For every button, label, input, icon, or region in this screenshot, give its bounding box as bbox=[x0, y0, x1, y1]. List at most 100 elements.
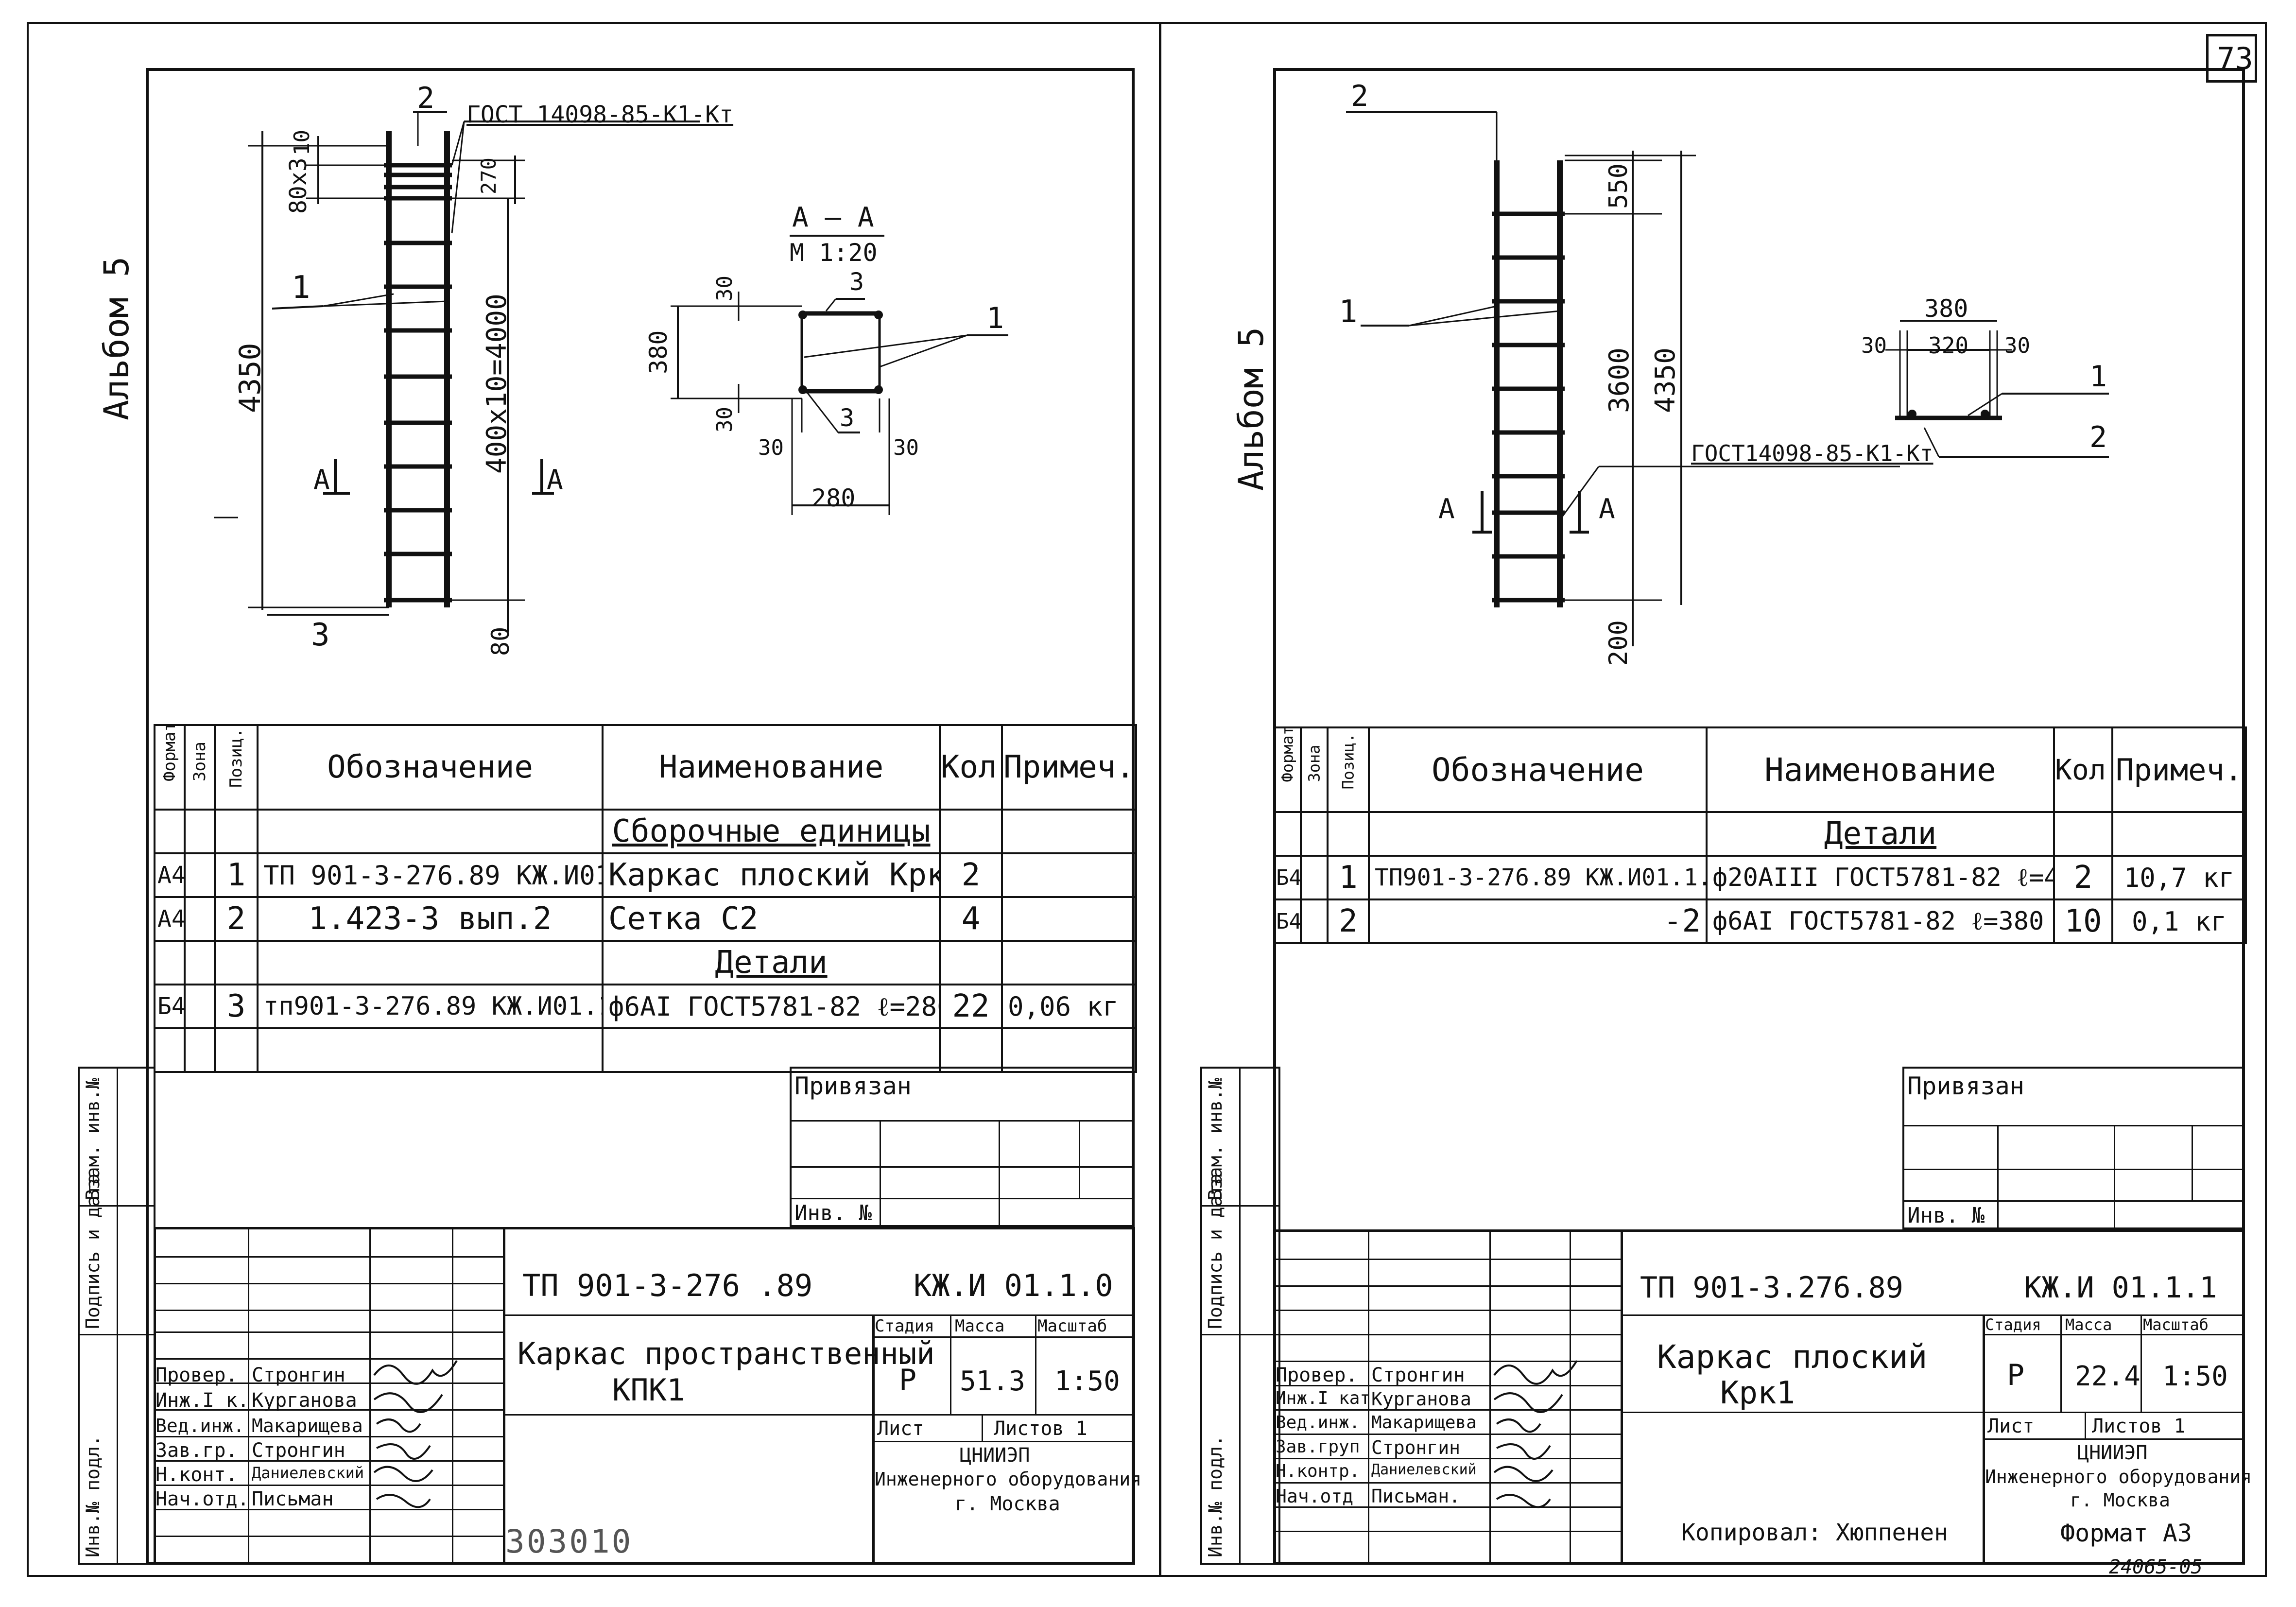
left-person-name-4: Стронгин bbox=[252, 1439, 345, 1462]
right-header-designation: Обозначение bbox=[1368, 726, 1708, 813]
left-title-block bbox=[154, 1227, 1135, 1565]
right-person-role-2: Инж.I кат bbox=[1276, 1388, 1371, 1408]
right-person-name-3: Макарищева bbox=[1371, 1413, 1477, 1433]
left-tb-meta-col bbox=[872, 1314, 875, 1565]
left-person-role-3: Вед.инж. bbox=[155, 1415, 245, 1436]
right-row2-qty: 10 bbox=[2053, 899, 2113, 944]
right-org-line1: ЦНИИЭП bbox=[2077, 1442, 2148, 1464]
left-tb-row-2 bbox=[154, 1283, 503, 1284]
left-stage-value: Р bbox=[899, 1363, 917, 1397]
right-tb-code-line bbox=[1621, 1314, 2245, 1316]
right-tb-col-c bbox=[1570, 1229, 1571, 1565]
left-tb-meta-sep2 bbox=[1035, 1314, 1036, 1414]
right-side-strip-divider bbox=[1239, 1067, 1241, 1565]
left-org-line2: Инженерного оборудования bbox=[875, 1469, 1142, 1490]
right-row2-name: ф6АI ГОСТ5781-82 ℓ=380 bbox=[1706, 899, 2055, 944]
left-bound-box bbox=[790, 1067, 1135, 1227]
left-tb-row-9 bbox=[154, 1460, 503, 1462]
right-tb-meta-sep1 bbox=[2060, 1314, 2062, 1412]
right-tb-row-10 bbox=[1273, 1482, 1621, 1484]
right-person-name-4: Стронгин bbox=[1371, 1437, 1461, 1458]
left-label-pos2: 2 bbox=[417, 81, 435, 115]
left-tb-row-3 bbox=[154, 1310, 503, 1311]
right-person-name-2: Курганова bbox=[1371, 1388, 1471, 1410]
left-row3-designation: тп901-3-276.89 КЖ.И01.1.1 bbox=[257, 984, 604, 1029]
left-section-dim-30-left: 30 bbox=[758, 435, 784, 460]
left-sheets-header: Листов 1 bbox=[994, 1417, 1088, 1440]
left-row1-designation: ТП 901-3-276.89 КЖ.И01.1.1 bbox=[257, 852, 604, 898]
right-tb-row-4 bbox=[1273, 1334, 1621, 1335]
left-row2-format: А4 bbox=[154, 896, 186, 942]
right-row1-pos: 1 bbox=[1327, 855, 1370, 900]
right-title-block bbox=[1273, 1229, 2245, 1565]
right-tb-row-8 bbox=[1273, 1434, 1621, 1435]
left-stamp-bottom: 303010 bbox=[505, 1523, 633, 1560]
table-row bbox=[154, 1027, 1137, 1073]
sheet-outer-frame bbox=[27, 22, 2267, 1577]
left-bound-line1 bbox=[790, 1120, 1135, 1122]
left-sheet-header: Лист bbox=[877, 1417, 924, 1440]
table-row: Б4 2 -2 ф6АI ГОСТ5781-82 ℓ=380 10 0,1 кг bbox=[1273, 899, 2247, 944]
right-person-role-1: Провер. bbox=[1276, 1364, 1358, 1386]
left-scale-header: Масштаб bbox=[1037, 1316, 1107, 1336]
left-title-line2: КПК1 bbox=[612, 1372, 685, 1408]
right-title-line1: Каркас плоский bbox=[1657, 1338, 1928, 1376]
left-gost-ref: ГОСТ 14098-85-К1-Кт bbox=[466, 101, 734, 128]
left-person-role-2: Инж.I к. bbox=[155, 1389, 249, 1412]
left-person-role-1: Провер. bbox=[155, 1364, 238, 1386]
left-header-qty: Кол. bbox=[939, 724, 1003, 811]
left-org-line3: г. Москва bbox=[955, 1493, 1060, 1515]
right-sheet-header: Лист bbox=[1987, 1415, 2035, 1437]
left-label-pos3: 3 bbox=[311, 617, 330, 653]
right-tb-meta-row3 bbox=[1983, 1438, 2245, 1440]
left-org-line1: ЦНИИЭП bbox=[960, 1444, 1030, 1467]
left-row1-name: Каркас плоский Крк1 bbox=[602, 852, 941, 898]
right-header-qty: Кол. bbox=[2053, 726, 2113, 813]
left-side-strip-sep2 bbox=[78, 1334, 155, 1335]
left-person-role-4: Зав.гр. bbox=[155, 1439, 238, 1462]
right-person-name-6: Письман. bbox=[1371, 1486, 1461, 1507]
right-person-name-1: Стронгин bbox=[1371, 1364, 1465, 1386]
left-side-strip-divider bbox=[117, 1067, 118, 1565]
left-tb-meta-row3 bbox=[872, 1441, 1135, 1442]
right-tb-row-6 bbox=[1273, 1385, 1621, 1386]
right-section-mark-a-1: А bbox=[1438, 493, 1455, 525]
right-bound-line2 bbox=[1902, 1169, 2245, 1170]
table-row: Б4 1 ТП901-3-276.89 КЖ.И01.1.1-1 ф20АIII… bbox=[1273, 855, 2247, 900]
right-header-name: Наименование bbox=[1706, 726, 2055, 813]
table-row: Детали bbox=[154, 940, 1137, 985]
left-row1-qty: 2 bbox=[939, 852, 1003, 898]
right-section-dim-380: 380 bbox=[1924, 294, 1968, 323]
left-row2-designation: 1.423-3 вып.2 bbox=[257, 896, 604, 942]
left-row1-format: А4 bbox=[154, 852, 186, 898]
left-bound-line2 bbox=[790, 1166, 1135, 1168]
right-person-role-5: Н.контр. bbox=[1276, 1461, 1360, 1481]
right-label-pos1: 1 bbox=[1339, 294, 1358, 330]
right-bound-label: Привязан bbox=[1907, 1072, 2024, 1100]
right-tb-row-9 bbox=[1273, 1458, 1621, 1459]
right-row2-format: Б4 bbox=[1273, 899, 1302, 944]
page-number-box bbox=[2206, 34, 2257, 83]
left-mass-header: Масса bbox=[955, 1316, 1005, 1336]
left-stage-header: Стадия bbox=[875, 1316, 934, 1336]
left-person-name-1: Стронгин bbox=[252, 1364, 345, 1386]
left-person-role-5: Н.конт. bbox=[155, 1464, 238, 1486]
left-doc-code: ТП 901-3-276 .89 bbox=[522, 1268, 813, 1303]
table-row: Б4 3 тп901-3-276.89 КЖ.И01.1.1 ф6АI ГОСТ… bbox=[154, 984, 1137, 1029]
left-header-designation: Обозначение bbox=[257, 724, 604, 811]
table-row: А4 2 1.423-3 вып.2 Сетка С2 4 bbox=[154, 896, 1137, 942]
left-section-assembly: Сборочные единицы bbox=[602, 809, 941, 854]
left-row2-name: Сетка С2 bbox=[602, 896, 941, 942]
left-row3-qty: 22 bbox=[939, 984, 1003, 1029]
left-person-name-5: Даниелевский bbox=[252, 1464, 364, 1482]
right-section-dim-320: 320 bbox=[1928, 332, 1969, 359]
left-tb-row-10 bbox=[154, 1485, 503, 1486]
right-bound-box bbox=[1902, 1067, 2245, 1229]
table-row: Сборочные единицы bbox=[154, 809, 1137, 854]
left-scale-value: 1:50 bbox=[1054, 1365, 1120, 1397]
right-person-role-3: Вед.инж. bbox=[1276, 1413, 1360, 1433]
